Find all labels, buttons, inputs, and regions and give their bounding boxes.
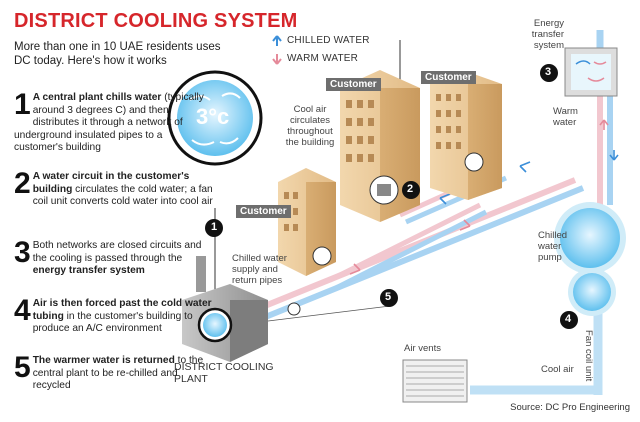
chilled-pump-label: Chilled water pump <box>538 230 568 263</box>
step-number: 2 <box>14 167 31 200</box>
building-middle <box>340 70 420 222</box>
cooling-plant <box>182 256 268 362</box>
chilled-water-pump <box>554 202 626 316</box>
source-credit: Source: DC Pro Engineering <box>510 402 630 413</box>
fan-coil-label: Fan coil unit <box>583 330 594 382</box>
building-right <box>430 72 502 200</box>
air-vents-label: Air vents <box>404 343 441 354</box>
step-bold: energy transfer system <box>32 265 145 277</box>
step-bold: A central plant chills water <box>32 92 162 103</box>
badge-2: 2 <box>407 183 414 195</box>
step-text: to the central plant to be re-chilled an… <box>32 355 204 392</box>
legend-chilled: CHILLED WATER <box>287 35 370 46</box>
building-left <box>278 168 336 276</box>
step-text: in the customer's building to produce an… <box>32 310 193 335</box>
customer-label-right: Customer <box>421 71 476 84</box>
step-number: 5 <box>14 351 31 384</box>
customer-label-middle: Customer <box>326 78 381 91</box>
legend-arrows <box>272 35 282 65</box>
page-subtitle: More than one in 10 UAE residents uses D… <box>14 41 221 67</box>
step-bold: The warmer water is returned <box>32 355 175 366</box>
step-number: 4 <box>14 294 31 327</box>
page-title: DISTRICT COOLING SYSTEM <box>14 10 298 32</box>
badge-5: 5 <box>385 291 392 303</box>
plant-label: DISTRICT COOLING PLANT <box>174 361 274 385</box>
warm-water-label: Warm water <box>553 106 578 128</box>
cool-air-label: Cool air <box>541 364 574 375</box>
badge-3: 3 <box>545 66 552 78</box>
customer-label-left: Customer <box>236 205 291 218</box>
chilled-supply-label: Chilled water supply and return pipes <box>232 253 287 286</box>
step-bold: A water circuit in the customer's buildi… <box>32 171 190 195</box>
flow-arrows <box>349 119 619 275</box>
step-badges <box>205 64 578 329</box>
energy-transfer-label: Energy transfer system <box>531 18 564 51</box>
temperature-bubble <box>167 70 263 166</box>
step-text: (typically around 3 degrees C) and then … <box>14 92 204 154</box>
energy-transfer-box <box>564 47 618 97</box>
step-text: circulates the cold water; a fan coil un… <box>32 183 213 208</box>
step-bold: Air is then forced past the cold water t… <box>32 298 212 322</box>
air-vents-unit <box>402 359 468 403</box>
cool-air-circulates-label: Cool air circulates throughout the build… <box>285 104 335 148</box>
legend-warm: WARM WATER <box>287 53 359 64</box>
badge-4: 4 <box>565 313 572 325</box>
step-number: 3 <box>14 236 31 269</box>
badge-1: 1 <box>211 221 218 233</box>
step-number: 1 <box>14 88 31 121</box>
temperature-label: 3°c <box>196 104 230 129</box>
step-text: Both networks are closed circuits and th… <box>32 240 202 264</box>
